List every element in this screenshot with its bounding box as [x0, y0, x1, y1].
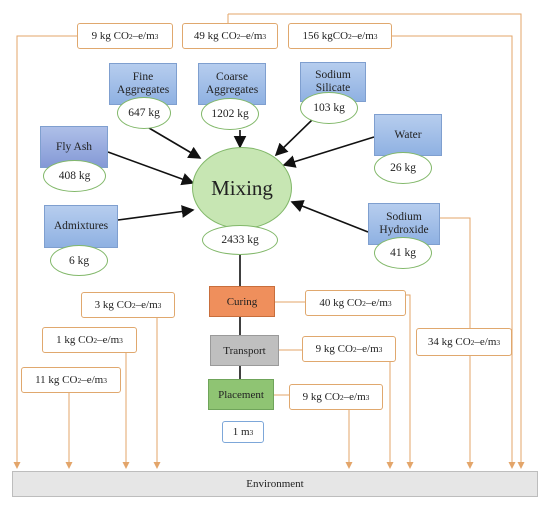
emission-exp: 3	[387, 298, 392, 308]
fly-ash-box: Fly Ash	[40, 126, 108, 168]
emission-text: 40 kg CO	[319, 297, 363, 309]
emission-tail: –e/m	[356, 343, 379, 355]
emission-sub: 2	[348, 31, 352, 41]
emission-sub: 2	[77, 375, 82, 385]
emission-text: 9 kg CO	[91, 30, 129, 42]
emission-sub: 2	[470, 337, 475, 347]
emission-sub: 2	[339, 392, 344, 402]
emission-tail: –e/m	[97, 334, 120, 346]
transport-step: Transport	[210, 335, 279, 366]
emission-tail: –e/m	[351, 30, 374, 42]
input-arrows	[107, 119, 375, 233]
emission-exp: 3	[373, 31, 378, 41]
fine-aggregates-box: Fine Aggregates	[109, 63, 177, 105]
fine-aggregates-line1: Fine	[132, 71, 154, 83]
sodium-silicate-line1: Sodium	[315, 69, 351, 81]
sodium-hydroxide-box: Sodium Hydroxide	[368, 203, 440, 245]
emission-sub: 2	[128, 31, 133, 41]
sodium-hydroxide-mass: 41 kg	[374, 237, 432, 269]
emission-sub: 2	[93, 335, 98, 345]
emission-tail: –e/m	[81, 374, 104, 386]
sodium-silicate-mass: 103 kg	[300, 92, 358, 124]
emission-tail: –e/m	[474, 336, 497, 348]
emission-exp: 3	[103, 375, 107, 385]
water-mass: 26 kg	[374, 152, 432, 184]
admixtures-box: Admixtures	[44, 205, 118, 248]
fine-aggregates-line2: Aggregates	[116, 84, 170, 96]
emission-text: 9 kg CO	[315, 343, 353, 355]
mixing-label: Mixing	[211, 175, 273, 200]
output-volume-exp: 3	[249, 427, 254, 437]
emission-tail: –e/m	[135, 299, 158, 311]
emission-exp: 3	[496, 337, 501, 347]
emission-exp: 3	[154, 31, 159, 41]
emission-exp: 3	[119, 335, 123, 345]
fine-aggregates-mass: 647 kg	[117, 97, 171, 129]
mixing-mass: 2433 kg	[202, 225, 278, 255]
output-volume-value: 1 m	[232, 426, 250, 438]
curing-step: Curing	[209, 286, 275, 317]
mixing-node: Mixing	[192, 147, 292, 229]
coarse-aggregates-line1: Coarse	[216, 71, 248, 83]
emission-exp: 3	[378, 344, 383, 354]
placement-step: Placement	[208, 379, 274, 410]
sodium-hydroxide-line2: Hydroxide	[379, 224, 429, 236]
emission-text: 3 kg CO	[94, 299, 132, 311]
emission-sub: 2	[362, 298, 366, 308]
environment-bar: Environment	[12, 471, 538, 497]
coarse-aggregates-mass: 1202 kg	[201, 98, 259, 130]
fly-ash-mass: 408 kg	[43, 160, 106, 192]
emission-exp: 3	[365, 392, 370, 402]
emission-tail: –e/m	[365, 297, 388, 309]
emission-text: 9 kg CO	[302, 391, 340, 403]
emission-text: 49 kg CO	[193, 30, 237, 42]
water-box: Water	[374, 114, 442, 156]
emission-exp: 3	[157, 300, 162, 310]
emission-tail: –e/m	[343, 391, 366, 403]
emission-sub: 2	[352, 344, 357, 354]
emission-tail: –e/m	[240, 30, 263, 42]
admixtures-mass: 6 kg	[50, 245, 108, 276]
emission-text: 34 kg CO	[427, 336, 471, 348]
emission-text: 11 kg CO	[35, 374, 78, 386]
sodium-silicate-line2: Silicate	[315, 82, 351, 94]
sodium-hydroxide-line1: Sodium	[386, 211, 422, 223]
emission-text: 156 kgCO	[302, 30, 349, 42]
emission-sub: 2	[236, 31, 241, 41]
coarse-aggregates-line2: Aggregates	[205, 84, 259, 96]
emission-tail: –e/m	[132, 30, 155, 42]
emission-exp: 3	[262, 31, 267, 41]
emission-text: 1 kg CO	[56, 334, 94, 346]
emission-sub: 2	[131, 300, 136, 310]
